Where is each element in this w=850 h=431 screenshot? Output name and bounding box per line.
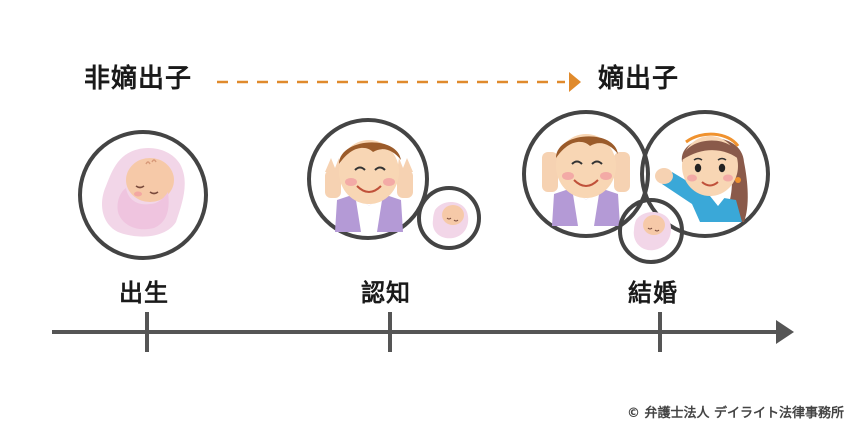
- event-label-marriage: 結婚: [628, 279, 678, 307]
- timeline-axis: [52, 310, 797, 354]
- acknowledgement-figure-group: [305, 118, 490, 250]
- mother-circle: [640, 110, 770, 238]
- father-icon: [317, 128, 421, 232]
- birth-circle: [78, 130, 208, 260]
- status-transition-arrow: [215, 70, 585, 94]
- mother-icon: [652, 122, 762, 228]
- copyright-text: © 弁護士法人 デイライト法律事務所: [627, 406, 845, 421]
- event-label-acknowledgement: 認知: [361, 279, 411, 307]
- father-icon-marriage: [534, 122, 638, 226]
- birth-figure-group: [78, 130, 208, 260]
- status-from-label: 非嫡出子: [84, 64, 193, 94]
- father-circle: [307, 118, 429, 240]
- marriage-figure-group: [520, 108, 776, 268]
- baby-icon: [98, 142, 190, 242]
- baby-small-icon: [429, 198, 471, 240]
- baby-circle-marriage: [618, 198, 684, 264]
- baby-icon-marriage: [630, 208, 674, 252]
- event-label-birth: 出生: [119, 279, 169, 307]
- status-to-label: 嫡出子: [598, 64, 680, 94]
